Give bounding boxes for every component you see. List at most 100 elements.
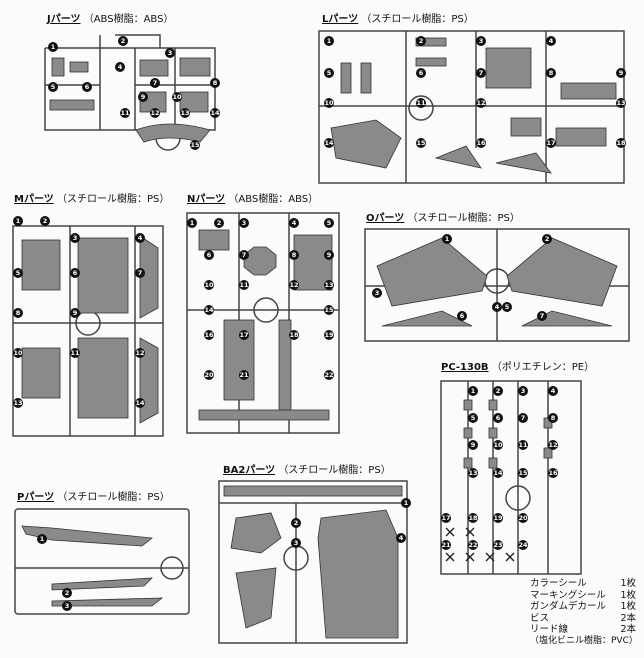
part-number-callout: 14 bbox=[210, 108, 220, 118]
n-parts-label: Nパーツ （ABS樹脂：ABS） bbox=[187, 194, 318, 206]
part-number-callout: 17 bbox=[239, 330, 249, 340]
part-number-callout: 24 bbox=[518, 540, 528, 550]
part-number-callout: 4 bbox=[135, 233, 145, 243]
part-number-callout: 18 bbox=[616, 138, 626, 148]
part-number-callout: 19 bbox=[324, 330, 334, 340]
part-number-callout: 15 bbox=[416, 138, 426, 148]
part-number-callout: 14 bbox=[135, 398, 145, 408]
part-number-callout: 4 bbox=[289, 218, 299, 228]
pc-parts-label: PC-130B （ポリエチレン：PE） bbox=[441, 362, 594, 374]
part-number-callout: 2 bbox=[214, 218, 224, 228]
part-number-callout: 15 bbox=[190, 140, 200, 150]
part-number-callout: 11 bbox=[518, 440, 528, 450]
part-number-callout: 7 bbox=[537, 311, 547, 321]
part-number-callout: 5 bbox=[324, 68, 334, 78]
part-number-callout: 3 bbox=[476, 36, 486, 46]
part-number-callout: 1 bbox=[324, 36, 334, 46]
part-number-callout: 6 bbox=[416, 68, 426, 78]
part-number-callout: 1 bbox=[48, 42, 58, 52]
p-parts-label: Pパーツ （スチロール樹脂：PS） bbox=[17, 492, 170, 504]
part-number-callout: 4 bbox=[492, 302, 502, 312]
pc-parts-material: （ポリエチレン：PE） bbox=[491, 362, 595, 373]
part-number-callout: 14 bbox=[204, 305, 214, 315]
part-number-callout: 6 bbox=[70, 268, 80, 278]
part-number-callout: 19 bbox=[493, 513, 503, 523]
ba2-parts-label: BA2パーツ （スチロール樹脂：PS） bbox=[223, 465, 391, 477]
pc-parts-code: PC-130B bbox=[441, 362, 489, 373]
part-number-callout: 3 bbox=[165, 48, 175, 58]
part-number-callout: 8 bbox=[548, 413, 558, 423]
p-parts-material: （スチロール樹脂：PS） bbox=[57, 492, 170, 503]
part-number-callout: 4 bbox=[115, 62, 125, 72]
part-number-callout: 4 bbox=[548, 386, 558, 396]
o-parts-label: Oパーツ （スチロール樹脂：PS） bbox=[366, 213, 520, 225]
part-number-callout: 1 bbox=[401, 498, 411, 508]
part-number-callout: 23 bbox=[493, 540, 503, 550]
part-number-callout: 14 bbox=[493, 468, 503, 478]
part-number-callout: 11 bbox=[120, 108, 130, 118]
part-number-callout: 9 bbox=[138, 92, 148, 102]
part-number-callout: 3 bbox=[62, 601, 72, 611]
part-number-callout: 3 bbox=[291, 538, 301, 548]
p-parts-code: Pパーツ bbox=[17, 492, 55, 503]
o-parts-material: （スチロール樹脂：PS） bbox=[407, 213, 520, 224]
part-number-callout: 1 bbox=[37, 534, 47, 544]
part-number-callout: 13 bbox=[13, 398, 23, 408]
part-number-callout: 13 bbox=[616, 98, 626, 108]
o-parts-code: Oパーツ bbox=[366, 213, 405, 224]
n-parts-code: Nパーツ bbox=[187, 194, 226, 205]
part-number-callout: 10 bbox=[493, 440, 503, 450]
p-runner-drawing bbox=[14, 508, 190, 615]
part-number-callout: 21 bbox=[239, 370, 249, 380]
part-number-callout: 18 bbox=[289, 330, 299, 340]
l-parts-code: Lパーツ bbox=[322, 14, 359, 25]
part-number-callout: 3 bbox=[70, 233, 80, 243]
part-number-callout: 1 bbox=[468, 386, 478, 396]
part-number-callout: 20 bbox=[204, 370, 214, 380]
o-runner-drawing bbox=[364, 228, 630, 342]
part-number-callout: 16 bbox=[204, 330, 214, 340]
n-parts-material: （ABS樹脂：ABS） bbox=[228, 194, 319, 205]
part-number-callout: 17 bbox=[441, 513, 451, 523]
part-number-callout: 5 bbox=[324, 218, 334, 228]
part-number-callout: 8 bbox=[13, 308, 23, 318]
part-number-callout: 1 bbox=[442, 234, 452, 244]
l-parts-label: Lパーツ （スチロール樹脂：PS） bbox=[322, 14, 474, 26]
part-number-callout: 12 bbox=[135, 348, 145, 358]
j-parts-material: （ABS樹脂：ABS） bbox=[83, 14, 174, 25]
part-number-callout: 5 bbox=[13, 268, 23, 278]
j-runner-drawing bbox=[44, 34, 216, 151]
part-number-callout: 3 bbox=[518, 386, 528, 396]
j-parts-label: Jパーツ （ABS樹脂：ABS） bbox=[47, 14, 173, 26]
part-number-callout: 2 bbox=[542, 234, 552, 244]
accessory-footnote: （塩化ビニル樹脂：PVC） bbox=[530, 635, 638, 646]
part-number-callout: 7 bbox=[239, 250, 249, 260]
part-number-callout: 12 bbox=[476, 98, 486, 108]
part-number-callout: 13 bbox=[468, 468, 478, 478]
part-number-callout: 2 bbox=[118, 36, 128, 46]
part-number-callout: 10 bbox=[324, 98, 334, 108]
part-number-callout: 6 bbox=[493, 413, 503, 423]
m-parts-label: Mパーツ （スチロール樹脂：PS） bbox=[14, 194, 169, 206]
part-number-callout: 2 bbox=[291, 518, 301, 528]
part-number-callout: 11 bbox=[416, 98, 426, 108]
m-parts-material: （スチロール樹脂：PS） bbox=[56, 194, 170, 205]
pc-runner-drawing bbox=[440, 380, 582, 575]
part-number-callout: 7 bbox=[135, 268, 145, 278]
part-number-callout: 11 bbox=[70, 348, 80, 358]
part-number-callout: 4 bbox=[546, 36, 556, 46]
part-number-callout: 14 bbox=[324, 138, 334, 148]
ba2-parts-code: BA2パーツ bbox=[223, 465, 276, 476]
part-number-callout: 1 bbox=[13, 216, 23, 226]
part-number-callout: 9 bbox=[468, 440, 478, 450]
part-number-callout: 4 bbox=[396, 533, 406, 543]
m-runner-drawing bbox=[12, 225, 164, 437]
part-number-callout: 2 bbox=[62, 588, 72, 598]
